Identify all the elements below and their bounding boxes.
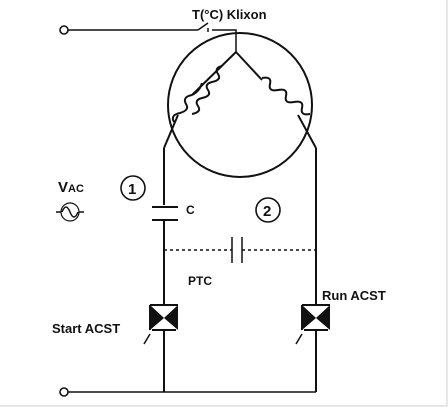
capacitor-label: C <box>186 203 195 217</box>
klixon-label: T(°C) Klixon <box>192 7 267 22</box>
marker-1-circle <box>120 175 146 201</box>
start-winding-coil <box>171 65 223 123</box>
winding-left-tail <box>163 114 179 149</box>
winding-right-lead <box>235 51 263 81</box>
run-winding-coil <box>261 76 311 116</box>
klixon-to-motor-wire <box>212 29 237 52</box>
marker-1-label: 1 <box>128 181 136 198</box>
start-acst-label: Start ACST <box>52 321 120 336</box>
winding-right-tail <box>297 114 317 149</box>
run-acst-triac-icon <box>295 304 330 345</box>
ptc-label: PTC <box>188 274 212 288</box>
klixon-switch-contact <box>197 22 209 31</box>
start-acst-triac-icon <box>143 304 178 345</box>
vac-label: VAC <box>58 179 84 196</box>
top-terminal <box>59 25 69 35</box>
ac-source-sine-icon <box>56 202 84 222</box>
motor-circle <box>167 32 313 178</box>
marker-2-circle <box>255 197 281 223</box>
bottom-terminal <box>59 387 69 397</box>
run-acst-label: Run ACST <box>322 288 386 303</box>
marker-2-label: 2 <box>263 203 271 220</box>
